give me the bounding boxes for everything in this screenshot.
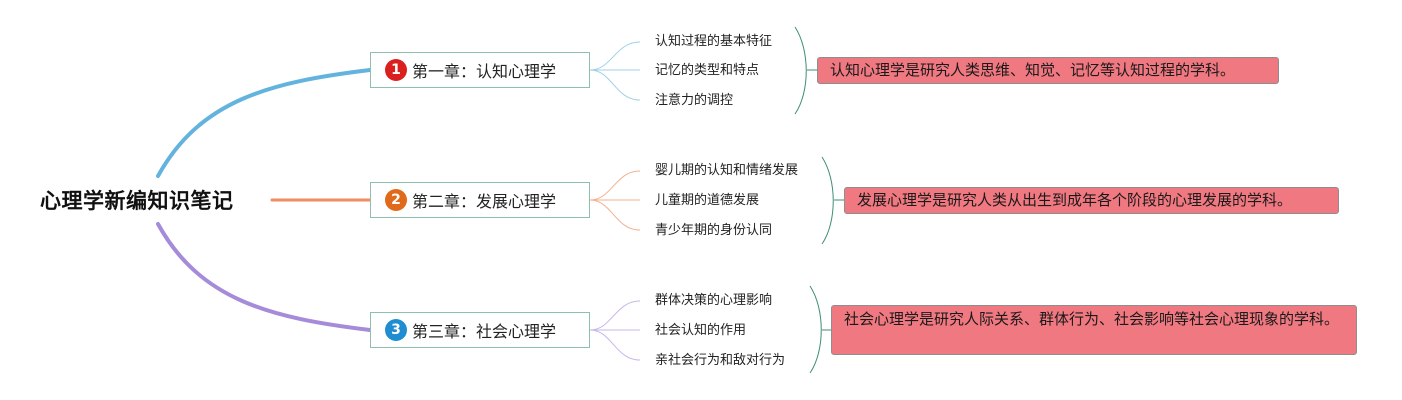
topic-1-2[interactable]: 记忆的类型和特点: [655, 63, 760, 78]
summary-brace-1: [794, 26, 807, 115]
topic-2-1[interactable]: 婴儿期的认知和情绪发展: [655, 163, 799, 178]
chapter-number-badge-2: 2: [385, 189, 407, 211]
topic-3-3[interactable]: 亲社会行为和敌对行为: [655, 353, 786, 368]
summary-brace-2: [821, 156, 834, 245]
summary-brace-3: [809, 285, 822, 374]
chapter-title-2: 第二章：发展心理学: [412, 192, 557, 211]
summary-connectors: [807, 69, 844, 331]
chapter-node-1[interactable]: 1 第一章：认知心理学: [370, 52, 590, 88]
topic-2-3[interactable]: 青少年期的身份认同: [655, 223, 773, 238]
root-title[interactable]: 心理学新编知识笔记: [40, 189, 234, 213]
topic-2-2[interactable]: 儿童期的道德发展: [655, 193, 760, 208]
chapter-node-2[interactable]: 2 第二章：发展心理学: [370, 182, 590, 218]
summary-box-2[interactable]: 发展心理学是研究人类从出生到成年各个阶段的心理发展的学科。: [844, 187, 1339, 214]
summary-box-3[interactable]: 社会心理学是研究人际关系、群体行为、社会影响等社会心理现象的学科。: [831, 305, 1357, 355]
chapter-number-badge-1: 1: [385, 59, 407, 81]
topic-1-3[interactable]: 注意力的调控: [655, 93, 734, 108]
branch-line-1: [156, 68, 372, 178]
topic-connectors-1: [589, 41, 641, 101]
topic-1-1[interactable]: 认知过程的基本特征: [655, 34, 773, 49]
chapter-title-1: 第一章：认知心理学: [412, 62, 557, 81]
topic-3-2[interactable]: 社会认知的作用: [655, 323, 747, 338]
chapter-node-3[interactable]: 3 第三章：社会心理学: [370, 312, 590, 348]
branch-line-3: [156, 222, 372, 332]
summary-box-1[interactable]: 认知心理学是研究人类思维、知觉、记忆等认知过程的学科。: [817, 57, 1279, 84]
topic-3-1[interactable]: 群体决策的心理影响: [655, 293, 773, 308]
chapter-title-3: 第三章：社会心理学: [412, 322, 557, 341]
topic-connectors-2: [589, 170, 641, 231]
topic-connectors-3: [589, 300, 641, 361]
chapter-number-badge-3: 3: [385, 319, 407, 341]
